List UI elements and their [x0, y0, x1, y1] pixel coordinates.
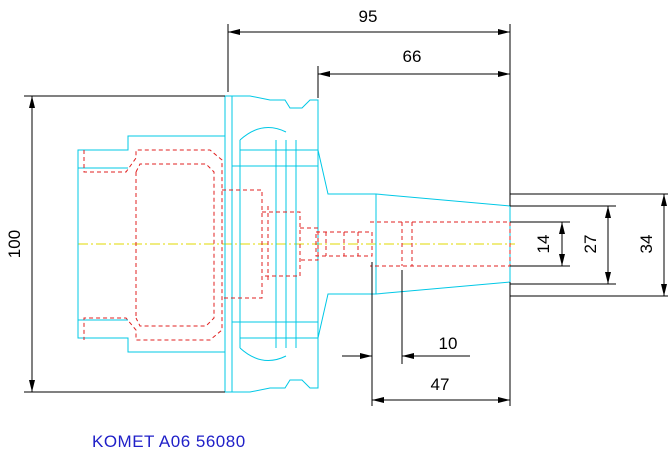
- dim-taper-length: 66: [403, 47, 422, 66]
- dim-total-length: 95: [359, 7, 378, 26]
- dimension-lines: [24, 24, 668, 406]
- dim-bore-diameter: 14: [534, 235, 553, 254]
- dim-flange-diameter: 100: [5, 230, 24, 258]
- dim-bore-offset: 10: [439, 334, 458, 353]
- hidden-lines: [83, 149, 511, 341]
- dim-inner-diameter: 27: [581, 235, 600, 254]
- dim-outer-diameter: 34: [637, 235, 656, 254]
- dim-bore-depth: 47: [431, 375, 450, 394]
- part-number-caption: KOMET A06 56080: [92, 432, 246, 451]
